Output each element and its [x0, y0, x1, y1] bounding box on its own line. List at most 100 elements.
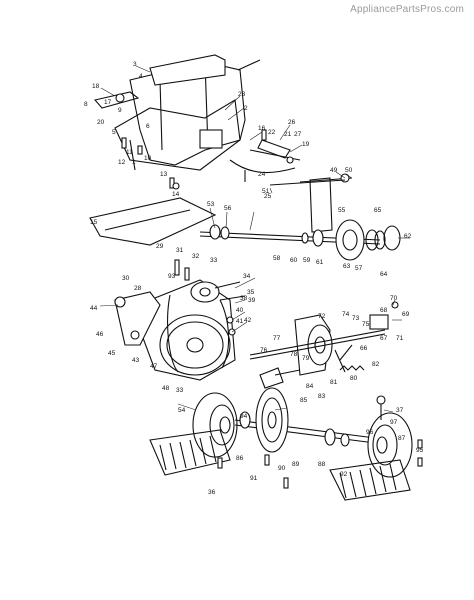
callout-73: 73 [352, 315, 360, 322]
callout-26: 26 [288, 119, 296, 126]
callout-12: 12 [118, 159, 126, 166]
callout-3: 3 [133, 61, 137, 68]
callout-64: 64 [380, 271, 388, 278]
callout-85: 85 [300, 397, 308, 404]
callout-41: 41 [236, 318, 244, 325]
skid-plate [89, 197, 217, 246]
callout-65: 65 [374, 207, 382, 214]
callout-16: 16 [258, 125, 266, 132]
callout-27: 27 [294, 131, 302, 138]
callout-77: 77 [273, 335, 281, 342]
callout-71: 71 [396, 335, 404, 342]
idler-arm [114, 291, 161, 346]
callout-47: 47 [150, 363, 158, 370]
drive-pulley-assembly [139, 279, 236, 381]
bearings-shaft [209, 224, 324, 247]
callout-8: 8 [84, 101, 88, 108]
callout-89: 89 [292, 461, 300, 468]
callout-79: 79 [302, 355, 310, 362]
right-tire-chain [329, 459, 411, 501]
axle-pin [376, 395, 386, 420]
callout-48: 48 [162, 385, 170, 392]
callout-82: 82 [372, 361, 380, 368]
callout-94: 94 [240, 413, 248, 420]
callout-21: 21 [284, 131, 292, 138]
callout-13: 13 [160, 171, 168, 178]
callout-39: 39 [248, 297, 256, 304]
callout-32: 32 [192, 253, 200, 260]
leader-lines [99, 65, 410, 413]
belt-guides [174, 259, 246, 336]
callout-75: 75 [362, 321, 370, 328]
callout-2: 2 [244, 105, 248, 112]
callout-67: 67 [380, 335, 388, 342]
callout-34: 34 [243, 273, 251, 280]
callout-59: 59 [303, 257, 311, 264]
callout-70: 70 [390, 295, 398, 302]
callout-10: 10 [144, 155, 152, 162]
callout-46: 46 [96, 331, 104, 338]
callout-95: 95 [416, 447, 424, 454]
callout-49: 49 [330, 167, 338, 174]
callout-81: 81 [330, 379, 338, 386]
callout-56: 56 [224, 205, 232, 212]
callout-45: 45 [108, 350, 116, 357]
callout-61: 61 [316, 259, 324, 266]
wheel-bolts [217, 439, 423, 489]
callout-84: 84 [306, 383, 314, 390]
callout-92: 92 [340, 471, 348, 478]
left-wheel [192, 392, 238, 458]
callout-90: 90 [278, 465, 286, 472]
axle-hubs [239, 411, 350, 466]
callout-44: 44 [90, 305, 98, 312]
callout-91: 91 [250, 475, 258, 482]
callout-86: 86 [236, 455, 244, 462]
callout-76: 76 [260, 347, 268, 354]
callout-63: 63 [343, 263, 351, 270]
callout-20: 20 [97, 119, 105, 126]
callout-33b: 33 [176, 387, 184, 394]
callout-40: 40 [236, 307, 244, 314]
callout-88: 88 [318, 461, 326, 468]
callout-29: 29 [156, 243, 164, 250]
callout-11: 11 [126, 149, 133, 156]
callout-42: 42 [244, 317, 252, 324]
bolts-upper [121, 129, 294, 190]
callout-35: 35 [247, 289, 255, 296]
callout-66: 66 [360, 345, 368, 352]
callout-58: 58 [273, 255, 281, 262]
friction-drive [249, 301, 399, 376]
callout-15: 15 [90, 219, 98, 226]
callout-83: 83 [318, 393, 326, 400]
callout-57: 57 [355, 265, 363, 272]
sprocket [255, 387, 289, 453]
callout-37: 37 [396, 407, 404, 414]
shaft-bracket [269, 173, 353, 233]
callout-62: 62 [404, 233, 412, 240]
callout-43: 43 [132, 357, 140, 364]
callout-97: 97 [390, 419, 398, 426]
chute-handle [93, 91, 140, 109]
callout-36: 36 [208, 489, 216, 496]
callout-55: 55 [338, 207, 346, 214]
callout-17: 17 [104, 99, 112, 106]
callout-6: 6 [146, 123, 150, 130]
spring [339, 365, 365, 371]
callout-87: 87 [398, 435, 406, 442]
callout-53: 53 [207, 201, 215, 208]
callout-80: 80 [350, 375, 358, 382]
callout-50: 50 [345, 167, 353, 174]
callout-28: 28 [134, 285, 142, 292]
callout-23: 23 [238, 91, 246, 98]
shift-rod [259, 367, 301, 389]
callout-96: 96 [366, 429, 374, 436]
callout-38: 38 [240, 295, 248, 302]
callout-5: 5 [112, 129, 116, 136]
callout-51: 51 [262, 188, 270, 195]
callout-30: 30 [122, 275, 130, 282]
callout-93: 93 [168, 273, 176, 280]
callout-69: 69 [402, 311, 410, 318]
callout-25: 25 [264, 193, 272, 200]
upper-housing [114, 54, 261, 171]
